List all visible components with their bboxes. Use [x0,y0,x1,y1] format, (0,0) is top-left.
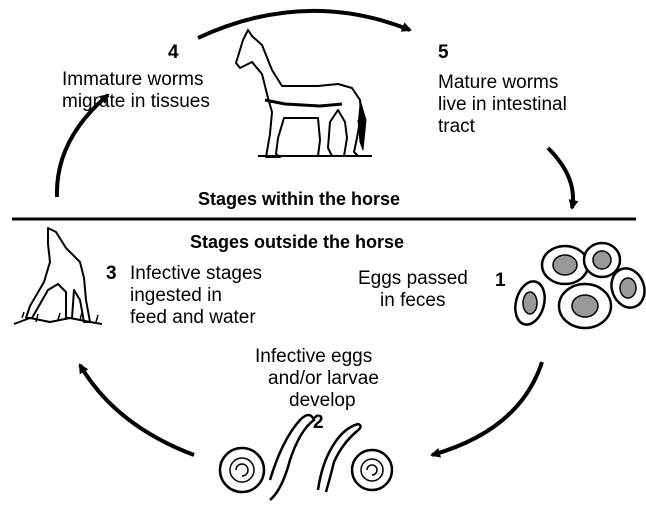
stage-4-label-line-1: Immature worms [62,69,203,90]
stage-3-label-line-3: feed and water [130,307,256,328]
arrow-1-to-2 [432,362,542,455]
arrow-4-to-5 [198,11,410,38]
arrow-2-to-3 [80,365,194,455]
stage-1-number: 1 [495,270,506,291]
stage-4-label-line-2: migrate in tissues [62,91,210,112]
stage-3-label-line-2: ingested in [130,285,222,306]
worm-eggs-icon [511,243,646,328]
arrow-5-to-1 [548,148,573,208]
stage-1-label-line-1: Eggs passed [358,268,468,289]
stage-5-number: 5 [438,42,449,63]
stage-1-label-line-2: in feces [380,290,445,311]
heading-within-horse: Stages within the horse [198,189,400,209]
stage-2-label-line-2: and/or larvae [268,368,379,389]
stage-3-number: 3 [106,263,117,284]
stage-5-label-line-1: Mature worms [438,72,558,93]
stage-5-label-line-2: live in intestinal [438,94,567,115]
stage-5-label-line-3: tract [438,116,475,137]
stage-2-number: 2 [313,412,324,433]
stage-2-label-line-3: develop [289,390,356,411]
standing-horse-icon [236,30,372,157]
heading-outside-horse: Stages outside the horse [190,232,404,252]
stage-2-label-line-1: Infective eggs [255,346,372,367]
grazing-horse-icon [14,228,102,324]
stage-4-number: 4 [168,42,179,63]
larvae-icon [220,415,392,500]
stage-3-label-line-1: Infective stages [130,263,262,284]
